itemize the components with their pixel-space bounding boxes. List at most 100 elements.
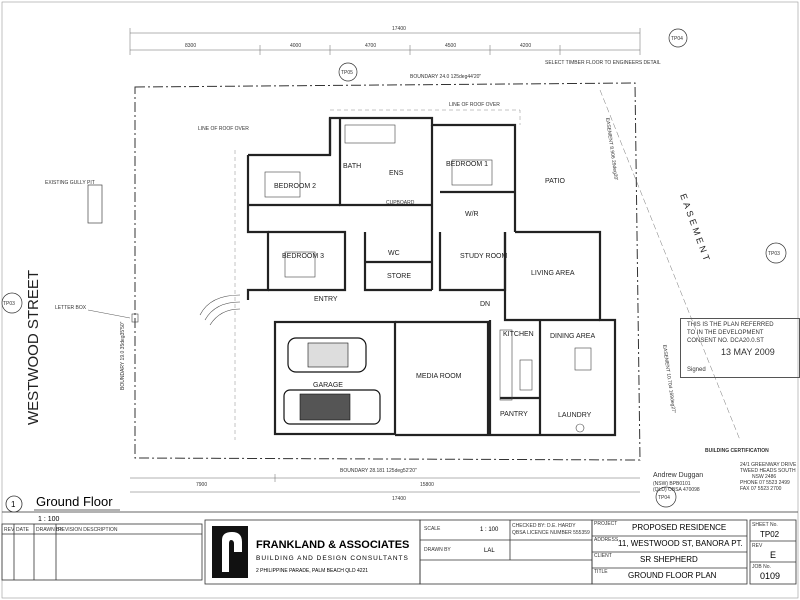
bottom-dimensions (130, 474, 640, 493)
room-label-wc: WC (388, 250, 400, 257)
room-label-cupboard: CUPBOARD (386, 200, 415, 206)
room-label-laundry: LAUNDRY (558, 412, 592, 419)
address-value: 11, WESTWOOD ST, BANORA PT. (618, 539, 743, 548)
room-label-entry: ENTRY (314, 296, 338, 303)
easement-top: EASEMENT 8.906 29deg20' (604, 117, 619, 180)
dim-bottom: 15800 (420, 482, 434, 488)
roof-note: LINE OF ROOF OVER (449, 102, 500, 108)
street-name: WESTWOOD STREET (25, 270, 42, 425)
project-value: PROPOSED RESIDENCE (632, 523, 726, 532)
room-label-study: STUDY ROOM (460, 253, 507, 260)
easement-label: EASEMENT (678, 192, 713, 265)
garage-car (287, 337, 367, 373)
certifier-address: NSW 2486 (752, 474, 777, 480)
room-label-living: LIVING AREA (531, 270, 575, 277)
kitchen-bench (499, 329, 513, 401)
stamp-line: THIS IS THE PLAN REFERRED (687, 322, 774, 328)
rev-col-header: REVISION DESCRIPTION (58, 527, 118, 533)
job-value: 0109 (760, 571, 780, 581)
room-label-bath: BATH (343, 163, 361, 170)
rev-label: REV (752, 543, 763, 549)
stamp-date: 13 MAY 2009 (721, 347, 775, 357)
drawing-marker (5, 495, 23, 513)
room-label-bedroom-3: BEDROOM 3 (282, 253, 324, 260)
roof-note: LINE OF ROOF OVER (198, 126, 249, 132)
dim-top: 8300 (185, 43, 196, 49)
stamp-signed: Signed (687, 367, 706, 373)
address-label: ADDRESS (594, 537, 619, 543)
laundry-tub (575, 423, 585, 433)
firm-address: 2 PHILIPPINE PARADE, PALM BEACH QLD 4221 (256, 568, 368, 574)
svg-text:TP05: TP05 (341, 70, 353, 76)
drawn-label: DRAWN BY (424, 547, 451, 553)
room-label-wr: W/R (465, 211, 479, 218)
bed-3 (284, 251, 316, 278)
room-label-dining: DINING AREA (550, 333, 595, 340)
tp-marker: TP03 (1, 292, 23, 314)
room-label-garage: GARAGE (313, 382, 343, 389)
easement-right: EASEMENT 10.704 169deg27' (661, 344, 677, 413)
gully-label: EXISTING GULLY PIT (45, 180, 95, 186)
room-label-media: MEDIA ROOM (416, 373, 462, 380)
room-label-dn: DN (480, 301, 490, 308)
gully-pit (87, 184, 103, 224)
entry-stairs (199, 294, 241, 316)
certifier-code: (NSW) BPB0101 (653, 481, 691, 487)
drawing-marker-number: 1 (11, 500, 16, 509)
drawn-value: LAL (484, 548, 495, 554)
svg-text:TP04: TP04 (658, 495, 670, 501)
client-value: SR SHEPHERD (640, 555, 698, 564)
dim-top: 4200 (520, 43, 531, 49)
garage-car (283, 389, 381, 425)
firm-subtitle: BUILDING AND DESIGN CONSULTANTS (256, 555, 409, 562)
dim-overall-bottom: 17400 (392, 496, 406, 502)
drawing-title: Ground Floor (36, 494, 113, 509)
tp-marker: TP05 (338, 62, 358, 82)
svg-text:TP03: TP03 (768, 251, 780, 257)
certifier-name: Andrew Duggan (653, 472, 704, 479)
boundary-left: BOUNDARY 19.0 35deg35'50" (120, 321, 126, 390)
approval-stamp: THIS IS THE PLAN REFERRED TO IN THE DEVE… (680, 318, 800, 378)
timber-floor-note: SELECT TIMBER FLOOR TO ENGINEERS DETAIL (545, 60, 661, 66)
building-walls (246, 116, 617, 437)
room-label-bedroom-2: BEDROOM 2 (274, 183, 316, 190)
top-dimensions (129, 28, 641, 55)
certification-title: BUILDING CERTIFICATION (705, 448, 769, 454)
certifier-address: FAX 07 5523 2700 (740, 486, 782, 492)
property-boundary (134, 82, 641, 461)
room-label-patio: PATIO (545, 178, 566, 185)
sheet-label: SHEET No. (752, 522, 778, 528)
licence-number: QBSA LICENCE NUMBER 555359 (512, 530, 590, 536)
dining-table (574, 347, 592, 371)
dim-bottom: 7900 (196, 482, 207, 488)
certifier-address: TWEED HEADS SOUTH (740, 468, 796, 474)
tp-marker: TP03 (765, 242, 787, 264)
firm-logo (212, 526, 248, 578)
room-label-kitchen: KITCHEN (503, 331, 534, 338)
bed-1 (451, 159, 493, 186)
bed-2 (264, 171, 301, 198)
certifier-code: (QLD) OBSA 470098 (653, 487, 700, 493)
certifier-address: PHONE 07 5523 2499 (740, 480, 790, 486)
svg-text:TP04: TP04 (671, 36, 683, 42)
kitchen-island (519, 359, 533, 391)
room-label-ens: ENS (389, 170, 404, 177)
firm-name: FRANKLAND & ASSOCIATES (256, 539, 409, 551)
scale-value: 1 : 100 (480, 527, 499, 533)
dim-top: 4700 (365, 43, 376, 49)
stamp-line: TO IN THE DEVELOPMENT (687, 330, 764, 336)
boundary-bottom: BOUNDARY 28.181 125deg52'20" (340, 468, 417, 474)
room-label-bedroom-1: BEDROOM 1 (446, 161, 488, 168)
room-label-store: STORE (387, 273, 411, 280)
stamp-line: CONSENT NO. DCA20.0.ST (687, 338, 764, 344)
title-label: TITLE (594, 569, 608, 575)
dim-overall-top: 17400 (392, 26, 406, 32)
certifier-address: 24/1 GREENWAY DRIVE (740, 462, 797, 468)
drawing-scale: 1 : 100 (38, 516, 60, 523)
rev-col-header: DRAWN BY (36, 527, 63, 533)
sheet-value: TP02 (760, 530, 780, 539)
bath-tub (344, 124, 396, 144)
letter-box-label: LETTER BOX (55, 305, 87, 311)
